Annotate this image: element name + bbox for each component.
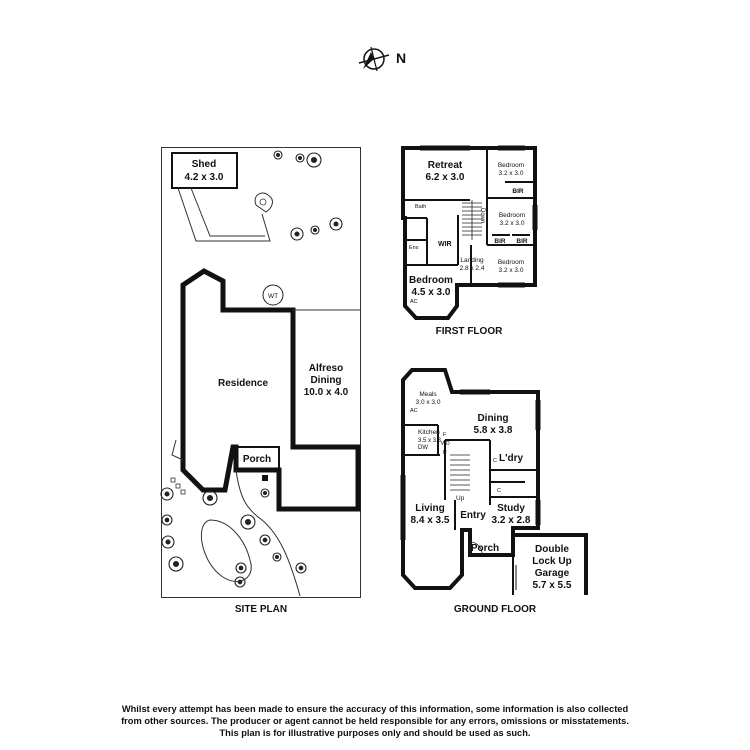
laundry-label: L'dry bbox=[499, 453, 523, 464]
bedroom-a-label: Bedroom bbox=[498, 162, 524, 169]
north-arrow-compass-icon bbox=[358, 46, 390, 72]
ground-floor-plan: Meals 3.0 x 3.0 AC Dining 5.8 x 3.8 Kitc… bbox=[400, 368, 588, 615]
garden-path bbox=[177, 187, 271, 242]
retreat-label: Retreat bbox=[428, 160, 463, 171]
garage-outline bbox=[513, 533, 588, 595]
ground-floor-outline bbox=[401, 368, 540, 590]
wir-label: WIR bbox=[438, 241, 452, 248]
residence-outline bbox=[180, 268, 361, 512]
entry-label: Entry bbox=[460, 510, 486, 521]
shed-outline bbox=[171, 152, 238, 189]
ground-porch-label: Porch bbox=[471, 543, 499, 554]
entry-door bbox=[469, 541, 483, 556]
site-plan: Shed 4.2 x 3.0 WT Residence Alfreso Dini… bbox=[160, 147, 361, 615]
dishwasher-label: DW bbox=[418, 445, 428, 451]
down-label: Down bbox=[479, 208, 485, 223]
garage-size: 5.7 x 5.5 bbox=[533, 580, 572, 591]
front-path bbox=[235, 469, 301, 597]
first-floor-outline bbox=[401, 146, 537, 320]
master-bedroom-label: Bedroom bbox=[409, 275, 453, 286]
alfresco-label-2: Dining bbox=[310, 375, 341, 386]
bath-label: Bath bbox=[415, 204, 426, 210]
disclaimer-line-2: from other sources. The producer or agen… bbox=[121, 716, 629, 726]
disclaimer-line-1: Whilst every attempt has been made to en… bbox=[121, 704, 629, 714]
ground-floor-title: GROUND FLOOR bbox=[454, 604, 537, 615]
bedroom-b-size: 3.2 x 3.0 bbox=[500, 220, 525, 227]
bedroom-c-size: 3.2 x 3.0 bbox=[499, 267, 524, 274]
living-label: Living bbox=[415, 503, 444, 514]
first-floor-plan: Retreat 6.2 x 3.0 Bedroom 3.2 x 3.0 BIR … bbox=[401, 145, 538, 337]
kitchen-label: Kitchen bbox=[418, 429, 440, 436]
garage-label-2: Lock Up bbox=[532, 556, 571, 567]
site-boundary bbox=[161, 147, 361, 598]
meals-size: 3.0 x 3.0 bbox=[416, 399, 441, 406]
garage-label-3: Garage bbox=[535, 568, 570, 579]
bir-label-2: BIR bbox=[494, 238, 506, 245]
kitchen-size: 3.5 x 3.3 bbox=[418, 438, 442, 444]
meals-ac-label: AC bbox=[410, 408, 418, 414]
ens-label: Ens bbox=[409, 245, 419, 251]
bedroom-b-label: Bedroom bbox=[499, 212, 525, 219]
residence-label: Residence bbox=[218, 378, 268, 389]
porch-outline bbox=[235, 446, 280, 471]
site-plan-title: SITE PLAN bbox=[235, 604, 287, 615]
tree-icon bbox=[273, 150, 343, 241]
study-size: 3.2 x 2.8 bbox=[492, 515, 531, 526]
feature-oval bbox=[254, 192, 273, 213]
disclaimer-line-3: This plan is for illustrative purposes o… bbox=[219, 728, 531, 738]
shed-label: Shed bbox=[192, 159, 216, 170]
tree-icon bbox=[160, 487, 307, 588]
dining-label: Dining bbox=[477, 413, 508, 424]
disclaimer: Whilst every attempt has been made to en… bbox=[40, 703, 710, 739]
fridge-label: F bbox=[443, 432, 447, 438]
bedroom-a-size: 3.2 x 3.0 bbox=[499, 170, 524, 177]
up-label: Up bbox=[456, 495, 465, 502]
landing-label: Landing bbox=[460, 257, 484, 264]
site-porch-label: Porch bbox=[243, 454, 271, 465]
master-bedroom-size: 4.5 x 3.0 bbox=[412, 287, 451, 298]
cupboard-label-2: C bbox=[497, 488, 501, 494]
dining-size: 5.8 x 3.8 bbox=[474, 425, 513, 436]
meals-label: Meals bbox=[419, 391, 437, 398]
landing-size: 2.8 x 2.4 bbox=[460, 265, 485, 272]
stairs bbox=[450, 454, 470, 491]
alfresco-size: 10.0 x 4.0 bbox=[304, 387, 349, 398]
alfresco-label-1: Alfreso bbox=[309, 363, 343, 374]
living-size: 8.4 x 3.5 bbox=[411, 515, 450, 526]
first-floor-title: FIRST FLOOR bbox=[436, 326, 503, 337]
water-tank-icon bbox=[262, 284, 284, 306]
pantry-label: P bbox=[443, 450, 447, 456]
bir-label-3: BIR bbox=[516, 238, 528, 245]
cupboard-label-1: C bbox=[493, 458, 497, 464]
retreat-size: 6.2 x 3.0 bbox=[426, 172, 465, 183]
bedroom-c-label: Bedroom bbox=[498, 259, 524, 266]
wall-oven-label: WO bbox=[441, 441, 450, 447]
shed-size: 4.2 x 3.0 bbox=[185, 172, 224, 183]
garage-label-1: Double bbox=[535, 544, 569, 555]
compass-north-label: N bbox=[396, 50, 406, 66]
bir-label-1: BIR bbox=[512, 188, 524, 195]
study-label: Study bbox=[497, 503, 525, 514]
stairs bbox=[462, 200, 482, 240]
master-ac-label: AC bbox=[410, 299, 418, 305]
water-tank-label: WT bbox=[268, 293, 278, 300]
